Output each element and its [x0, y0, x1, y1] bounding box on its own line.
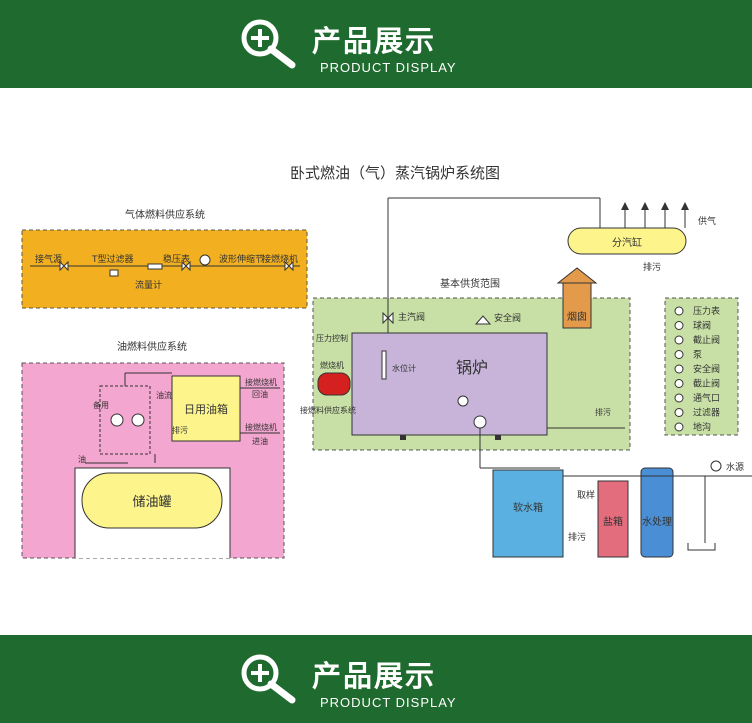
day-tank: [171, 375, 241, 442]
water-level-gauge: [381, 350, 387, 380]
day-tank-label: 日用油箱: [184, 402, 228, 416]
pressure-control-label: 压力控制: [316, 333, 348, 343]
salt-tank-label: 盐箱: [603, 515, 623, 528]
legend-icon: [674, 306, 684, 316]
pressure-gauge-icon: [710, 460, 722, 472]
banner-title-cn: 产品展示: [312, 24, 437, 58]
legend-item-label: 通气口: [693, 392, 720, 404]
sample-label: 取样: [577, 489, 595, 501]
legend-icon: [674, 408, 684, 417]
gas-item-regulator: 稳压表: [163, 253, 190, 265]
to-burner-2-label: 接燃烧机: [245, 422, 277, 432]
boiler-foot: [495, 435, 501, 440]
boiler-section-label: 基本供货范围: [440, 277, 500, 290]
boiler-system-diagram: 卧式燃油（气）蒸汽锅炉系统图 气体燃料供应系统 接气源 T型过滤器 稳压表 波形…: [0, 88, 752, 635]
legend-item-label: 截止阀: [693, 334, 720, 346]
legend-item-label: 过滤器: [693, 407, 720, 419]
burner-label: 燃烧机: [320, 360, 344, 370]
legend-item-label: 球阀: [693, 320, 711, 332]
burner: [317, 372, 351, 396]
valve-icon: [59, 260, 69, 272]
valve-icon: [181, 260, 191, 272]
legend-icon: [674, 364, 684, 374]
feed-oil-label: 进油: [252, 436, 268, 446]
steam-header-label: 分汽缸: [612, 236, 642, 249]
main-valve-icon: [382, 311, 394, 325]
water-level-label: 水位计: [392, 363, 416, 373]
boiler-drain-label: 排污: [595, 407, 611, 417]
gas-section-label: 气体燃料供应系统: [125, 208, 205, 221]
top-banner: 产品展示 PRODUCT DISPLAY: [0, 0, 752, 88]
chimney: [562, 282, 592, 329]
valve-icon: [284, 260, 294, 272]
storage-tank-label: 储油罐: [132, 495, 171, 510]
legend-item-label: 截止阀: [693, 378, 720, 390]
steam-outlets: [621, 202, 689, 228]
soft-tank-label: 软水箱: [513, 501, 543, 514]
treatment-label: 水处理: [642, 516, 672, 528]
storage-tank: [81, 472, 223, 529]
to-burner-1-label: 接燃烧机: [245, 377, 277, 387]
steam-drain-label: 排污: [643, 261, 661, 273]
chimney-cap: [556, 267, 598, 284]
legend-icon: [674, 350, 684, 359]
diagram-title: 卧式燃油（气）蒸汽锅炉系统图: [290, 164, 500, 182]
salt-tank: [597, 480, 629, 558]
oil-drain-label: 排污: [172, 425, 188, 435]
main-valve-label: 主汽阀: [398, 311, 425, 323]
water-treatment-unit: [640, 467, 674, 558]
legend-item-label: 压力表: [693, 305, 720, 317]
soft-water-tank: [492, 469, 564, 558]
steam-header: [567, 227, 687, 255]
return-oil-label: 回油: [252, 389, 268, 399]
zoom-in-icon: [241, 654, 296, 704]
water-source-label: 水源: [726, 461, 744, 473]
legend-icon: [674, 335, 684, 345]
flowmeter-icon: [147, 263, 163, 270]
legend-icon: [674, 393, 684, 403]
legend-icon: [674, 379, 684, 388]
gas-section-area: [21, 229, 308, 309]
boiler-foot: [400, 435, 406, 440]
banner-title-en: PRODUCT DISPLAY: [320, 60, 457, 75]
safety-valve-label: 安全阀: [494, 312, 521, 324]
banner-title-cn: 产品展示: [312, 659, 437, 693]
oil-in-label: 油: [78, 454, 86, 464]
trench-icon: [687, 543, 716, 551]
pressure-gauge-icon: [199, 254, 211, 266]
gas-item-bellows: 波形伸缩节: [219, 253, 264, 265]
gas-item-source: 接气源: [35, 253, 62, 265]
oil-flow-label: 油流: [156, 390, 172, 400]
legend-item-label: 地沟: [693, 421, 711, 433]
legend-icon: [674, 321, 684, 330]
legend-item-label: 泵: [693, 350, 702, 361]
legend-icon: [674, 422, 684, 432]
banner-title-en: PRODUCT DISPLAY: [320, 695, 457, 710]
gas-flowmeter-label: 流量计: [135, 279, 162, 291]
boiler-body: [351, 332, 548, 436]
safety-valve-icon: [474, 315, 492, 325]
feed-pump-icon: [473, 415, 487, 429]
legend-item-label: 安全阀: [693, 363, 720, 375]
standby-label: 备用: [93, 400, 109, 410]
bottom-banner: 产品展示 PRODUCT DISPLAY: [0, 635, 752, 723]
filter-icon: [109, 269, 119, 277]
pump-icon: [110, 413, 124, 427]
diagram-canvas: 卧式燃油（气）蒸汽锅炉系统图 气体燃料供应系统 接气源 T型过滤器 稳压表 波形…: [21, 164, 752, 559]
chimney-label: 烟囱: [567, 310, 587, 323]
pump-icon: [131, 413, 145, 427]
fuel-supply-label: 接燃料供应系统: [300, 405, 356, 415]
steam-supply-label: 供气: [698, 215, 716, 227]
boiler-label: 锅炉: [456, 358, 488, 377]
pressure-gauge-icon: [457, 395, 469, 407]
soft-tank-drain-label: 排污: [568, 531, 586, 543]
zoom-in-icon: [241, 19, 296, 69]
gas-item-filter: T型过滤器: [91, 253, 134, 265]
oil-section-label: 油燃料供应系统: [117, 340, 187, 353]
gas-item-burner: 接燃烧机: [262, 253, 298, 265]
